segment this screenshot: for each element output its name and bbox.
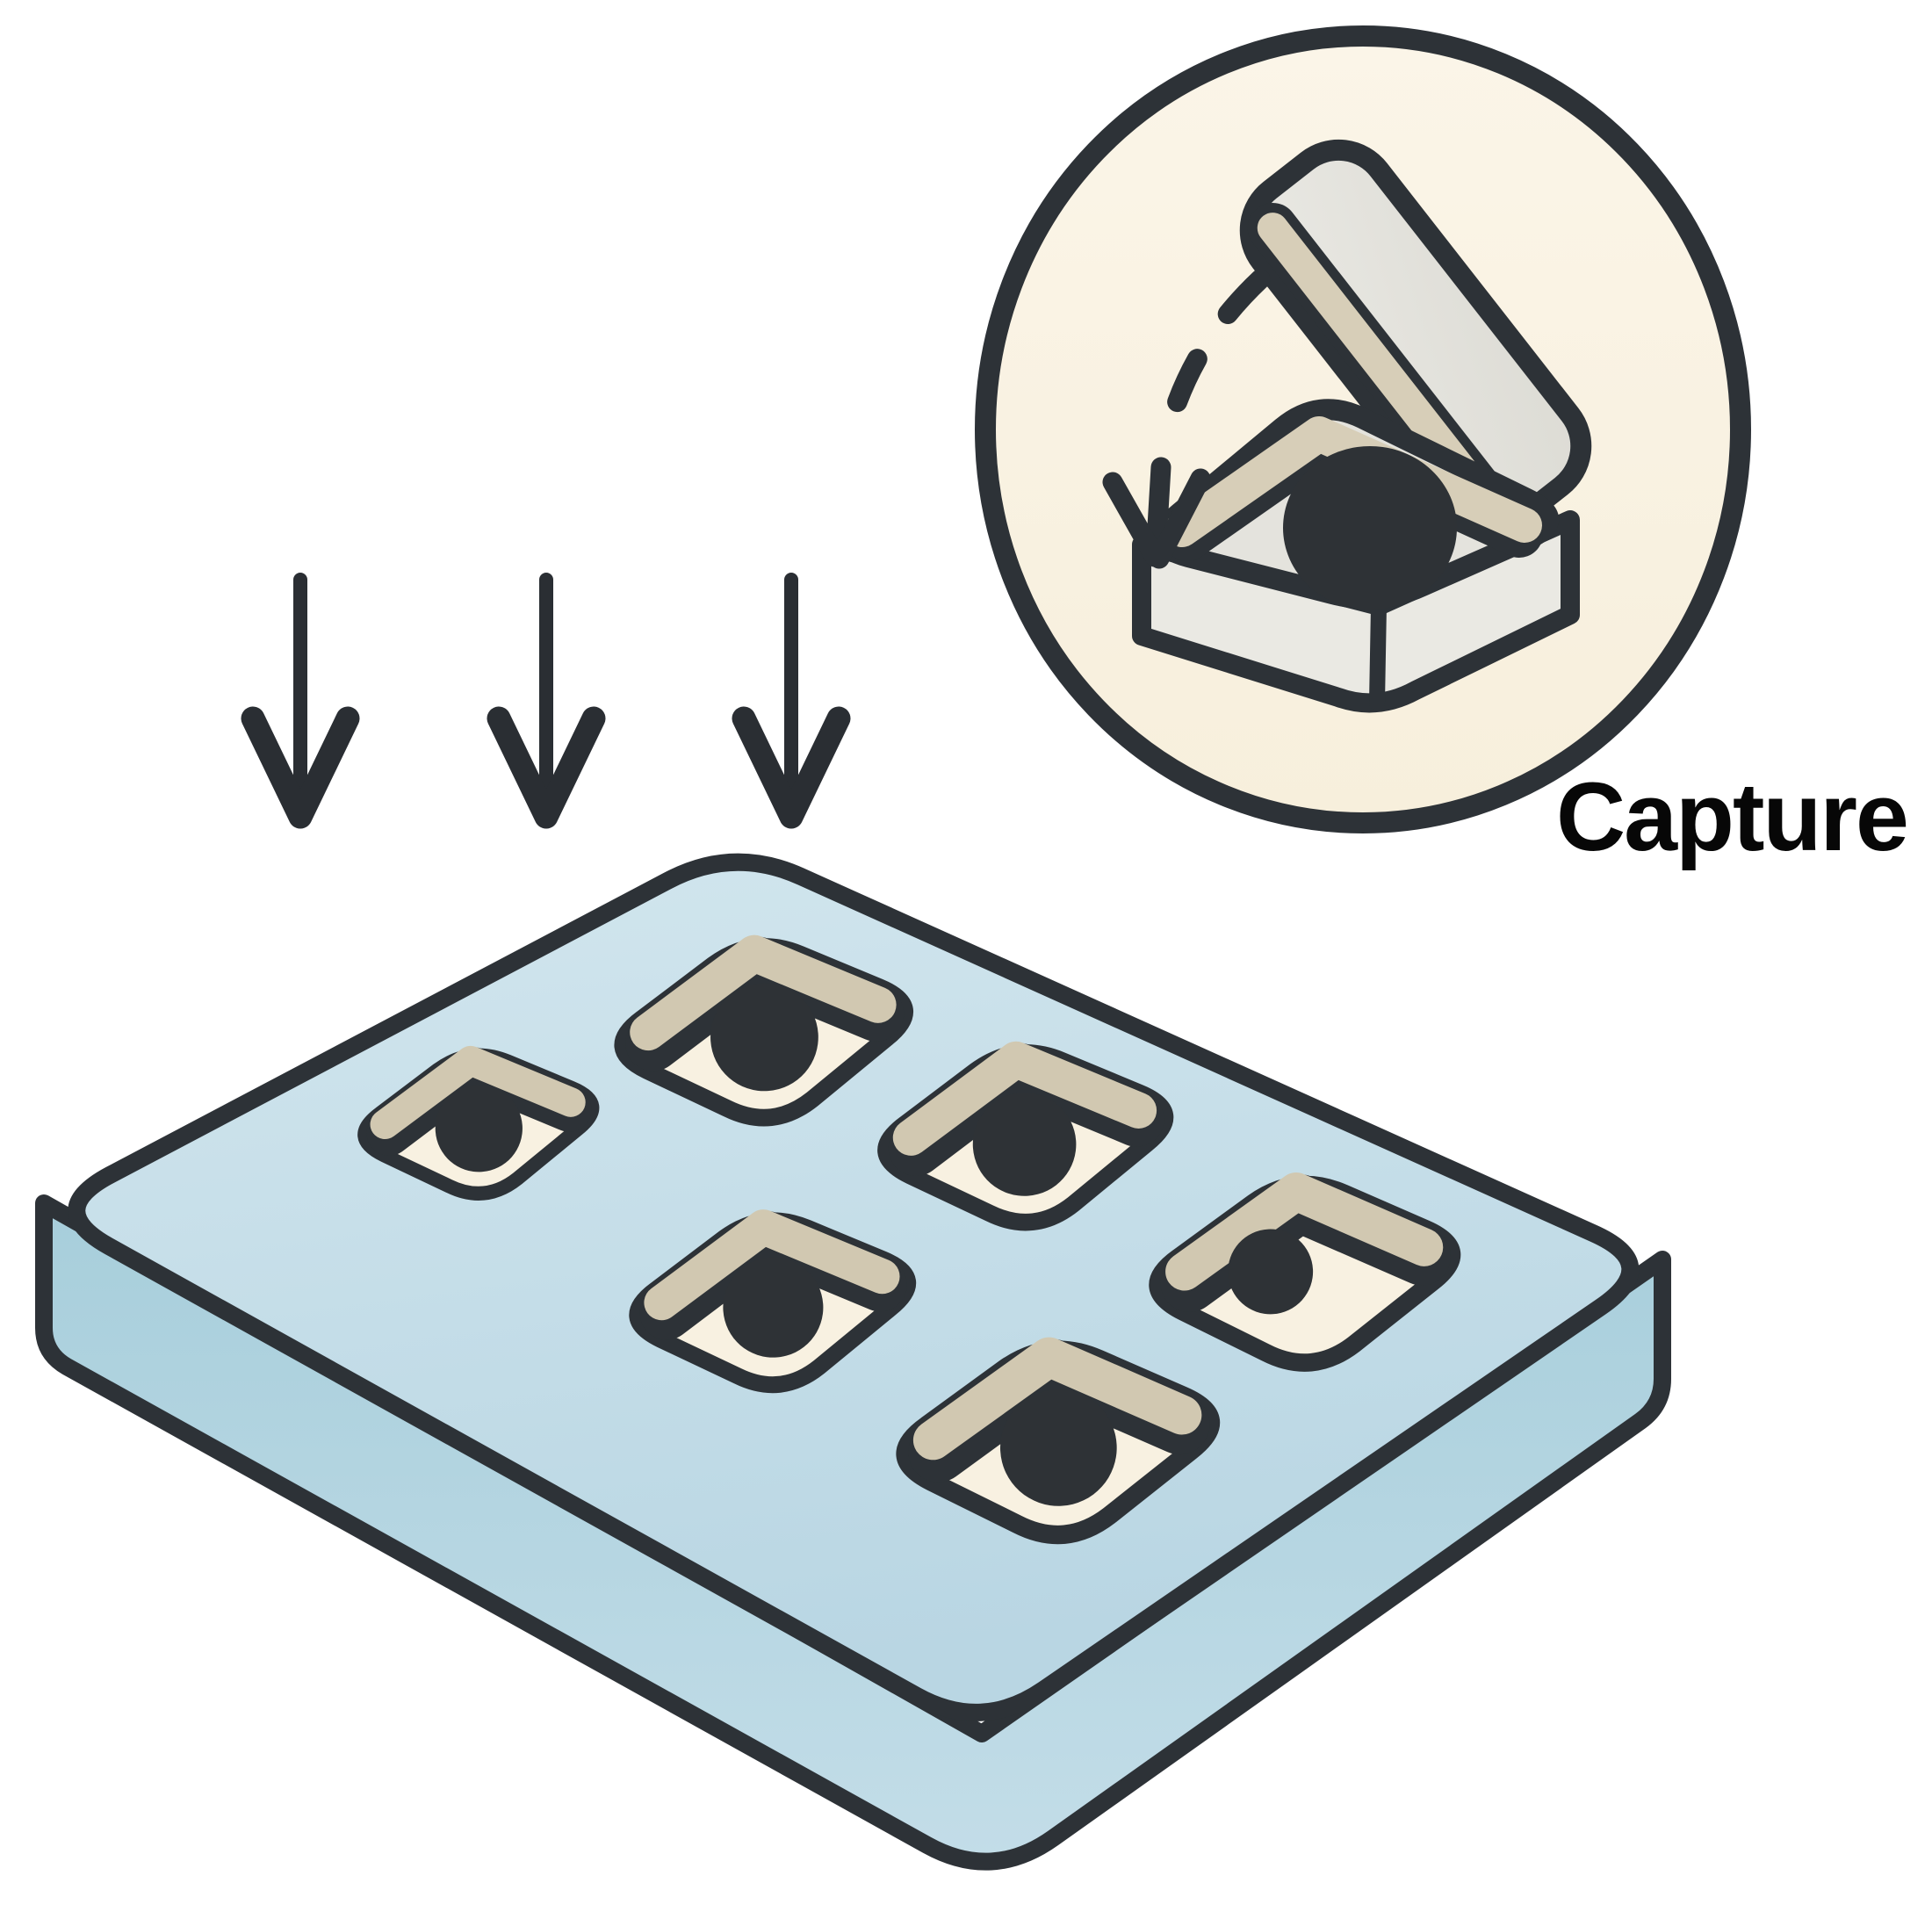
falling-arrows <box>241 573 851 829</box>
well-4 <box>631 1211 914 1394</box>
bead-icon <box>435 1085 523 1172</box>
dashed-drop-arrow-icon <box>1102 269 1271 569</box>
well-1 <box>616 937 912 1128</box>
bead-icon <box>710 983 818 1092</box>
bead-icon <box>723 1257 824 1358</box>
capture-label: Capture <box>1556 763 1907 871</box>
bead-icon <box>1283 446 1457 610</box>
bead-icon <box>972 1093 1077 1196</box>
microwell-plate <box>35 853 1671 1871</box>
well-6 <box>900 1342 1215 1542</box>
down-arrow-icon <box>487 573 606 829</box>
bead-icon <box>999 1389 1117 1506</box>
plate-side-face <box>35 1194 1671 1871</box>
bead-icon <box>1228 1229 1314 1315</box>
well-3 <box>880 1043 1171 1231</box>
well-2 <box>359 1048 597 1201</box>
down-arrow-icon <box>732 573 851 829</box>
well-5 <box>1153 1178 1457 1371</box>
box-wall-band <box>1164 416 1542 547</box>
down-arrow-icon <box>241 573 360 829</box>
box-base-icon <box>1132 399 1580 713</box>
capture-inset <box>975 25 1751 833</box>
box-front-divider <box>1369 598 1387 711</box>
